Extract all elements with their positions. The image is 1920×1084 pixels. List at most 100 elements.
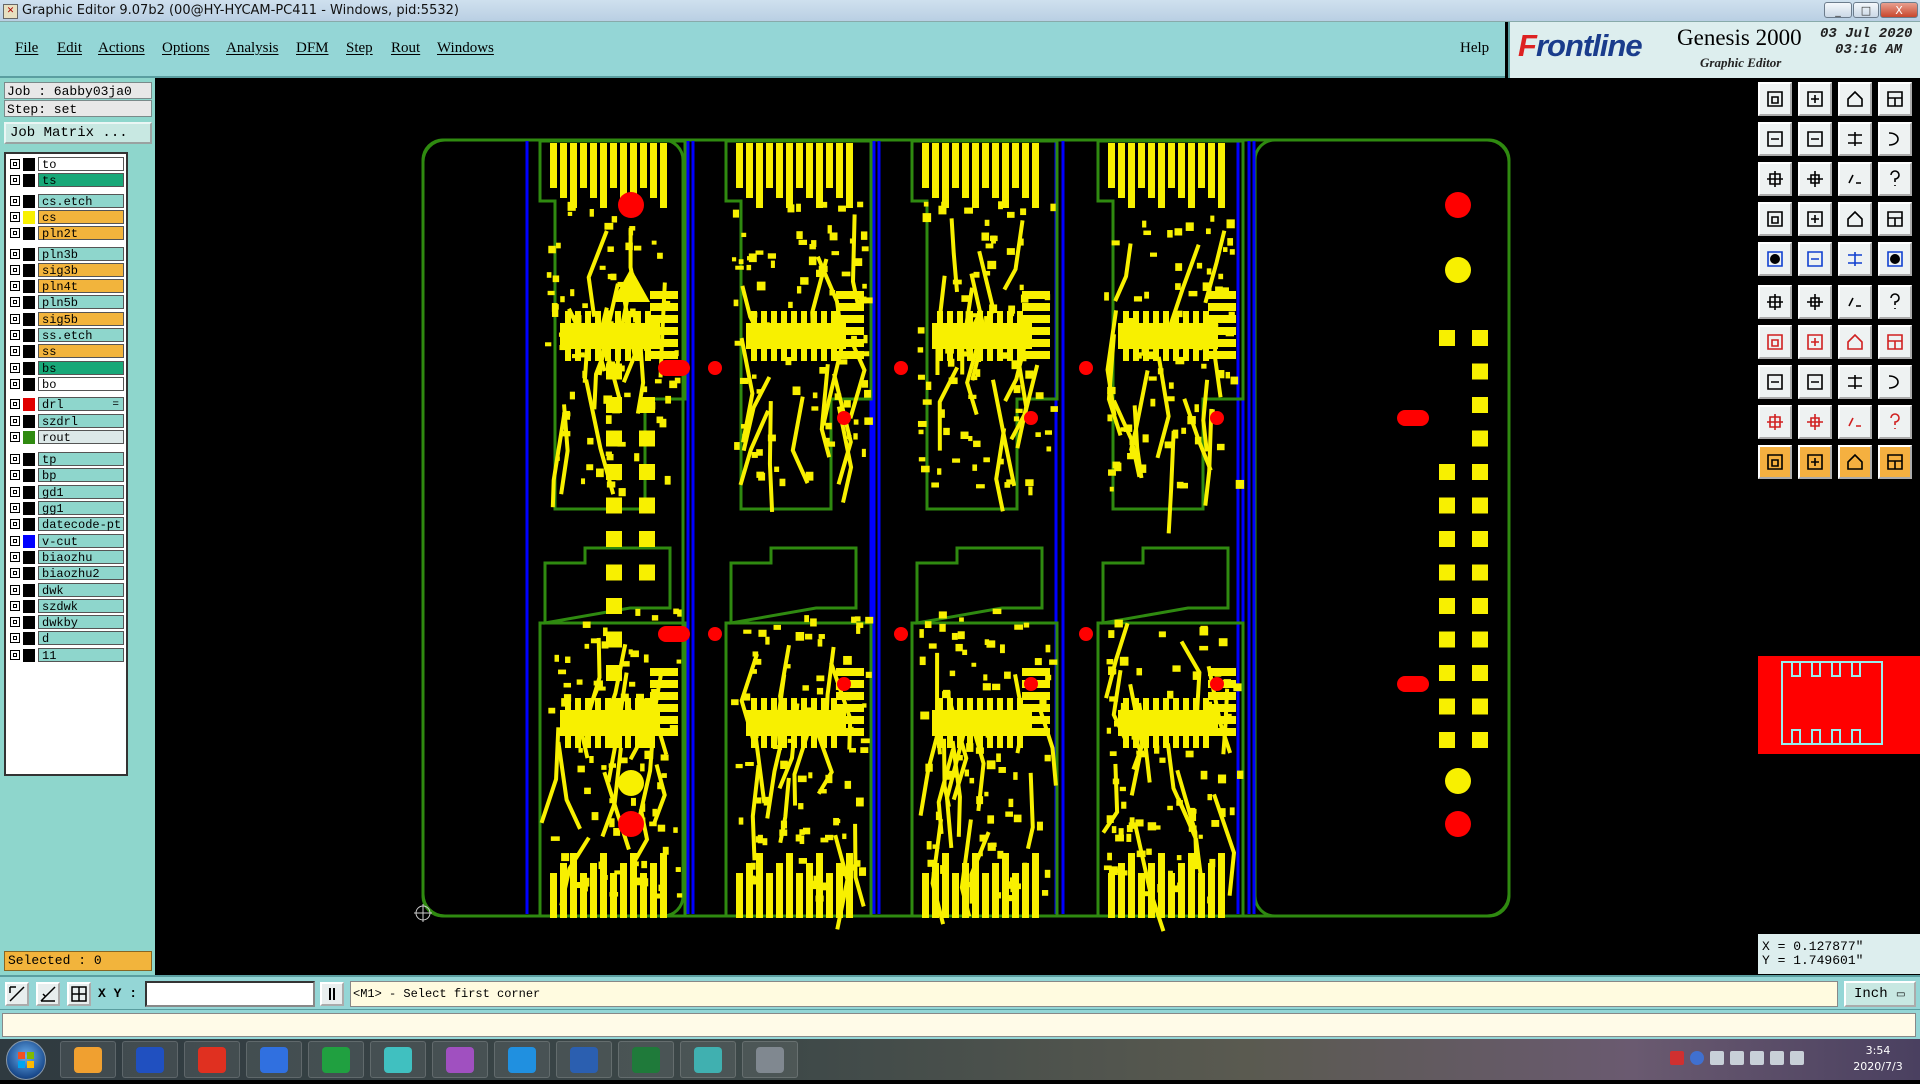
layer-filter-tool[interactable]	[1838, 202, 1872, 236]
layer-checkbox[interactable]	[10, 175, 20, 186]
taskbar-notepad-app[interactable]	[246, 1041, 302, 1078]
arc-tool[interactable]	[1838, 325, 1872, 359]
layer-color-swatch[interactable]	[23, 312, 35, 326]
layer-row[interactable]: biaozhu	[6, 549, 126, 565]
layer-checkbox[interactable]	[10, 159, 20, 169]
help-icon[interactable]	[1690, 1051, 1704, 1065]
layer-row[interactable]: biaozhu2	[6, 566, 126, 581]
layer-color-swatch[interactable]	[23, 158, 35, 171]
layer-checkbox[interactable]	[10, 486, 20, 497]
reroute-tool[interactable]	[1878, 122, 1912, 156]
menu-step[interactable]: Step	[346, 40, 373, 56]
menu-help[interactable]: Help	[1460, 40, 1490, 56]
layer-name[interactable]: pln4t	[38, 279, 124, 294]
move-point-tool[interactable]	[1878, 285, 1912, 319]
layer-checkbox[interactable]	[10, 584, 20, 595]
layer-checkbox[interactable]	[10, 195, 20, 206]
layer-name[interactable]: bs	[38, 360, 124, 376]
layer-name[interactable]: cs	[38, 209, 124, 225]
select-tool[interactable]	[1758, 445, 1792, 479]
layer-checkbox[interactable]	[10, 633, 20, 644]
layer-checkbox[interactable]	[10, 330, 20, 340]
layer-row[interactable]: v-cut	[6, 533, 126, 549]
layer-checkbox[interactable]	[10, 297, 20, 308]
layer-row[interactable]: pln5b	[6, 295, 126, 310]
layer-name[interactable]: ss.etch	[38, 328, 124, 343]
grid-mode-button[interactable]	[67, 982, 91, 1006]
prev-tool[interactable]	[1758, 122, 1792, 156]
menu-analysis[interactable]: Analysis	[226, 40, 279, 56]
layer-color-swatch[interactable]	[23, 632, 35, 646]
probe-tool[interactable]	[1798, 202, 1832, 236]
taskbar-green-app[interactable]	[308, 1041, 364, 1078]
layer-checkbox[interactable]	[10, 600, 20, 611]
layer-checkbox[interactable]	[10, 362, 20, 373]
layer-row[interactable]: datecode-pt	[6, 517, 126, 532]
layer-checkbox[interactable]	[10, 378, 20, 389]
layer-checkbox[interactable]	[10, 228, 20, 239]
layer-checkbox[interactable]	[10, 248, 20, 259]
layer-color-swatch[interactable]	[23, 616, 35, 630]
layout-tool[interactable]	[1878, 82, 1912, 116]
overview-window[interactable]	[1758, 656, 1920, 754]
job-matrix-button[interactable]: Job Matrix ...	[4, 122, 152, 144]
layer-color-swatch[interactable]	[23, 430, 35, 444]
layer-checkbox[interactable]	[10, 264, 20, 275]
layer-color-swatch[interactable]	[23, 567, 35, 581]
xy-input[interactable]	[145, 981, 315, 1007]
layer-checkbox[interactable]	[10, 519, 20, 530]
layer-name[interactable]: bp	[38, 468, 124, 483]
layer-name[interactable]: drl=	[38, 397, 124, 412]
layer-color-swatch[interactable]	[23, 502, 35, 515]
layer-checkbox[interactable]	[10, 470, 20, 481]
menu-dfm[interactable]: DFM	[296, 40, 329, 56]
edit-tool[interactable]	[1798, 242, 1832, 276]
layer-row[interactable]: ts	[6, 173, 126, 188]
layer-color-swatch[interactable]	[23, 263, 35, 277]
taskbar-word-app[interactable]	[556, 1041, 612, 1078]
taskbar-graphic-editor-app[interactable]	[432, 1041, 488, 1078]
layer-row[interactable]: rout	[6, 429, 126, 445]
layer-settings-tool[interactable]	[1878, 202, 1912, 236]
layer-row[interactable]: cs.etch	[6, 193, 126, 209]
layer-row[interactable]: pln2t	[6, 226, 126, 241]
layer-checkbox[interactable]	[10, 399, 20, 410]
next-tool[interactable]	[1798, 122, 1832, 156]
layer-checkbox[interactable]	[10, 281, 20, 292]
pad-tool[interactable]	[1878, 242, 1912, 276]
layer-name[interactable]: rout	[38, 429, 124, 445]
ruler-tool[interactable]	[1838, 242, 1872, 276]
layer-name[interactable]: ss	[38, 344, 124, 359]
layer-row[interactable]: bs	[6, 360, 126, 376]
layer-row[interactable]: bp	[6, 468, 126, 483]
layer-name[interactable]: bo	[38, 376, 124, 392]
layer-name[interactable]: 11	[38, 647, 124, 663]
layer-checkbox[interactable]	[10, 346, 20, 357]
taskbar-save-app[interactable]	[122, 1041, 178, 1078]
graphic-canvas[interactable]	[155, 78, 1755, 975]
layer-color-swatch[interactable]	[23, 345, 35, 359]
node-tool[interactable]	[1758, 285, 1792, 319]
layer-checkbox[interactable]	[10, 431, 20, 442]
menu-rout[interactable]: Rout	[391, 40, 421, 56]
layer-color-swatch[interactable]	[23, 518, 35, 532]
scissors-tool[interactable]	[1758, 202, 1792, 236]
taskbar-feather-app[interactable]	[494, 1041, 550, 1078]
snap-mode-button[interactable]	[5, 982, 29, 1006]
help-tool[interactable]	[1878, 162, 1912, 196]
layer-color-swatch[interactable]	[23, 534, 35, 548]
layer-row[interactable]: tp	[6, 452, 126, 467]
shape-tool[interactable]	[1838, 405, 1872, 439]
layer-name[interactable]: ts	[38, 173, 124, 188]
layer-checkbox[interactable]	[10, 313, 20, 324]
zoom-tool[interactable]	[1838, 122, 1872, 156]
menu-actions[interactable]: Actions	[98, 40, 145, 56]
layer-row[interactable]: drl=	[6, 397, 126, 412]
layer-name[interactable]: dwk	[38, 582, 124, 598]
layer-row[interactable]: gd1	[6, 484, 126, 500]
monitor-icon[interactable]	[1770, 1051, 1784, 1065]
input-method-icon[interactable]	[1670, 1051, 1684, 1065]
layer-name[interactable]: datecode-pt	[38, 517, 124, 532]
layer-name[interactable]: biaozhu2	[38, 566, 124, 581]
layer-name[interactable]: cs.etch	[38, 193, 124, 209]
